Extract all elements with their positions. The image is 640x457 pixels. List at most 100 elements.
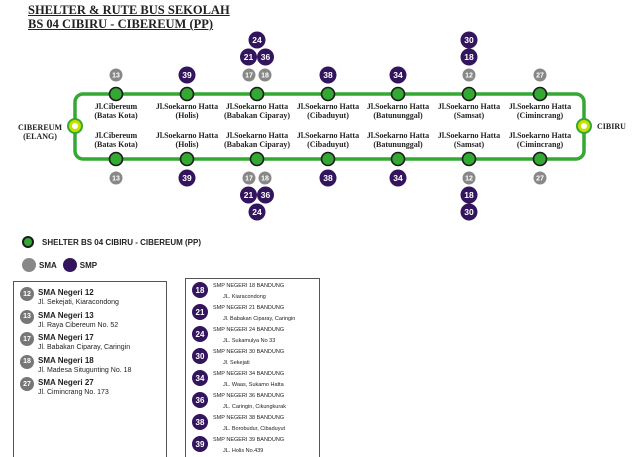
school-badge-top: 18	[464, 52, 474, 62]
school-badge-top-circle	[389, 66, 407, 84]
shelter-marker-bottom	[320, 151, 336, 167]
shelter-marker-top	[249, 86, 265, 102]
school-badge-top-circle	[533, 68, 547, 82]
school-badge-top: 24	[252, 35, 262, 45]
sma-address: Jl. Raya Cibereum No. 52	[38, 321, 119, 329]
station-name-top: Jl.Soekarno Hatta	[297, 102, 359, 111]
smp-number-badge: 18	[192, 282, 208, 298]
station-area-top: (Samsat)	[454, 111, 485, 120]
station-2: Jl.Soekarno Hatta(Babakan Ciparay)Jl.Soe…	[224, 31, 290, 221]
school-badge-top-circle	[258, 68, 272, 82]
school-badge-top: 18	[261, 73, 269, 80]
station-name-top: Jl.Soekarno Hatta	[156, 102, 218, 111]
sma-name: SMA Negeri 13	[38, 310, 94, 320]
school-badge-top: 38	[323, 70, 333, 80]
shelter-marker-top	[320, 86, 336, 102]
school-badge-bottom-circle	[257, 186, 274, 204]
smp-number-badge: 36	[192, 392, 208, 408]
school-badge-bottom-circle	[533, 171, 547, 185]
smp-name: SMP NEGERI 38 BANDUNG	[213, 415, 285, 421]
sma-address: Jl. Babakan Ciparay, Caringin	[38, 344, 131, 351]
endpoint-left-label-1: CIBEREUM	[18, 123, 62, 132]
school-badge-top-circle	[257, 48, 274, 66]
smp-number-badge: 24	[192, 326, 208, 342]
station-name-bottom: Jl.Soekarno Hatta	[438, 131, 500, 140]
station-name-bottom: Jl.Soekarno Hatta	[509, 131, 571, 140]
smp-name: SMP NEGERI 18 BANDUNG	[213, 283, 285, 289]
sma-number-badge: 17	[20, 332, 34, 346]
sma-number-badge: 18	[20, 354, 34, 369]
station-area-top: (Cibaduyut)	[307, 111, 349, 120]
station-area-top: (Batas Kota)	[94, 111, 138, 120]
school-badge-top: 39	[182, 70, 192, 80]
station-6: Jl.Soekarno Hatta(Cimincrang)Jl.Soekarno…	[509, 68, 571, 185]
station-name-top: Jl.Soekarno Hatta	[367, 102, 429, 111]
school-badge-top: 30	[464, 35, 474, 45]
school-badge-bottom-circle	[178, 169, 196, 187]
legend-school-types: SMA SMP	[22, 258, 97, 272]
legend-smp-label: SMP	[79, 260, 98, 270]
station-0: Jl.Cibereum(Batas Kota)Jl.Cibereum(Batas…	[94, 68, 138, 185]
legend-shelter-label: SHELTER BS 04 CIBIRU - CIBEREUM (PP)	[42, 237, 201, 247]
school-badge-bottom-circle	[319, 169, 337, 187]
shelter-marker-top	[532, 86, 548, 102]
school-badge-bottom-circle	[389, 169, 407, 187]
legend-shelter: SHELTER BS 04 CIBIRU - CIBEREUM (PP)	[22, 236, 201, 248]
station-area-top: (Babakan Ciparay)	[224, 111, 290, 120]
station-5: Jl.Soekarno Hatta(Samsat)Jl.Soekarno Hat…	[438, 31, 500, 221]
endpoint-left-label-2: (ELANG)	[23, 132, 57, 141]
smp-number-badge: 38	[192, 414, 208, 430]
school-badge-bottom: 18	[464, 190, 474, 200]
school-badge-top-circle	[462, 68, 476, 82]
title-line-1: SHELTER & RUTE BUS SEKOLAH	[28, 3, 230, 17]
sma-address: Jl. Madesa Situgunting No. 18	[38, 366, 132, 374]
sma-address: Jl. Cimincrang No. 173	[38, 389, 109, 396]
smp-address: JL. Kiaracondong	[223, 294, 266, 300]
sma-address: Jl. Sekejati, Kiaracondong	[38, 299, 119, 306]
school-badge-bottom-circle	[109, 171, 123, 185]
legend-sma-label: SMA	[39, 260, 57, 270]
school-badge-top-circle	[460, 31, 478, 49]
smp-address: JL. Borobudur, Cibaduyut	[223, 426, 286, 432]
station-name-bottom: Jl.Cibereum	[95, 131, 138, 140]
school-badge-bottom-circle	[258, 171, 272, 185]
station-name-bottom: Jl.Soekarno Hatta	[226, 131, 288, 140]
sma-swatch-icon	[22, 258, 36, 272]
shelter-marker-top	[108, 86, 124, 102]
station-name-top: Jl.Soekarno Hatta	[226, 102, 288, 111]
school-badge-top-circle	[460, 48, 478, 66]
school-badge-bottom: 12	[465, 176, 473, 183]
smp-number-badge: 34	[192, 370, 208, 386]
school-badge-bottom: 24	[252, 207, 262, 217]
station-area-bottom: (Batas Kota)	[94, 140, 138, 149]
shelter-marker-top	[461, 86, 477, 102]
school-badge-top-circle	[248, 31, 266, 49]
sma-number-badge: 12	[20, 287, 34, 301]
sma-number-badge: 27	[20, 377, 34, 391]
school-badge-bottom-circle	[460, 186, 478, 204]
smp-number-badge: 21	[192, 304, 208, 320]
school-badge-bottom-circle	[240, 186, 257, 204]
school-badge-bottom-circle	[242, 171, 256, 185]
shelter-icon	[22, 236, 34, 248]
smp-name: SMP NEGERI 30 BANDUNG	[213, 349, 285, 355]
station-3: Jl.Soekarno Hatta(Cibaduyut)Jl.Soekarno …	[297, 66, 359, 187]
station-4: Jl.Soekarno Hatta(Batununggal)Jl.Soekarn…	[367, 66, 429, 187]
shelter-marker-bottom	[249, 151, 265, 167]
school-badge-bottom-circle	[462, 171, 476, 185]
shelter-marker-bottom	[532, 151, 548, 167]
shelter-marker-top	[390, 86, 406, 102]
sma-number-badge: 13	[20, 309, 34, 324]
school-badge-bottom: 13	[112, 176, 120, 183]
smp-address: JL. Holis No.439	[223, 448, 264, 454]
school-badge-bottom-circle	[248, 203, 266, 221]
school-badge-top: 12	[465, 73, 473, 80]
smp-address: Jl. Babakan Ciparay, Caringin	[223, 316, 296, 322]
shelter-marker-bottom	[179, 151, 195, 167]
shelter-marker-top	[179, 86, 195, 102]
smp-address: JL. Waas, Sukamo Hatta	[223, 382, 284, 388]
sma-name: SMA Negeri 18	[38, 355, 94, 365]
school-badge-top: 13	[112, 73, 120, 80]
